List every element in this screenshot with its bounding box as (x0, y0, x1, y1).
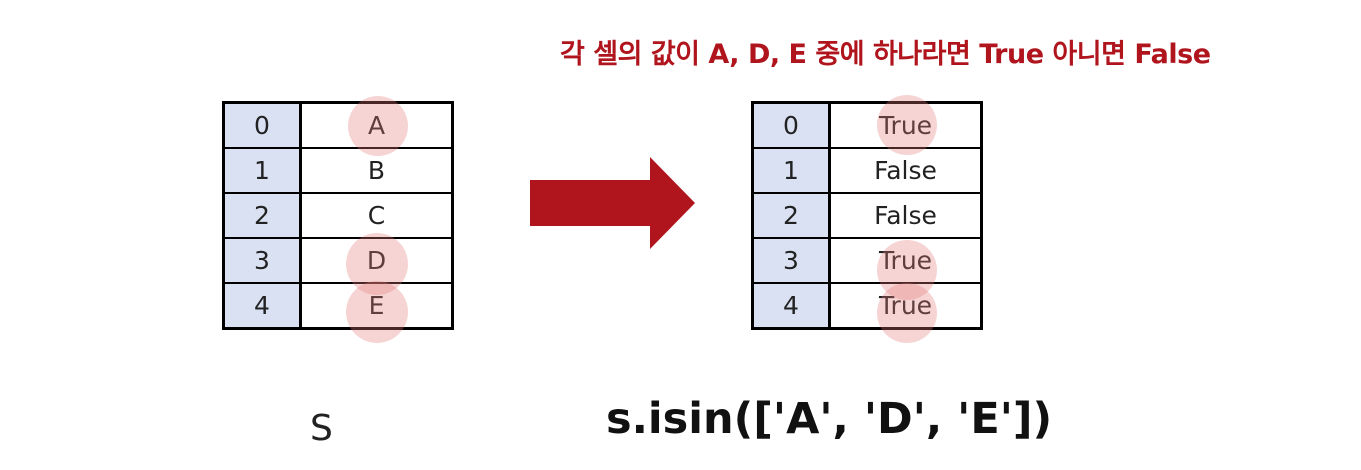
table-row: 1 False (752, 147, 982, 194)
value-cell: E (300, 282, 453, 330)
table-row: 0 A (223, 101, 453, 149)
table-row: 0 True (752, 101, 982, 149)
index-cell: 0 (752, 101, 831, 149)
value-cell: True (829, 101, 982, 149)
table-row: 3 True (752, 237, 982, 284)
isin-expression-caption: s.isin(['A', 'D', 'E']) (606, 394, 1053, 444)
index-cell: 1 (752, 147, 831, 194)
series-table-result: 0 True 1 False 2 False 3 True 4 True (751, 101, 983, 330)
table-row: 1 B (223, 147, 453, 194)
headline: 각 셀의 값이 A, D, E 중에 하나라면 True 아니면 False (560, 39, 1211, 70)
value-cell: D (300, 237, 453, 284)
value-cell: False (829, 147, 982, 194)
table-row: 4 E (223, 282, 453, 330)
table-row: 2 False (752, 192, 982, 239)
value-cell: C (300, 192, 453, 239)
value-cell: True (829, 282, 982, 330)
table-row: 4 True (752, 282, 982, 330)
value-cell: False (829, 192, 982, 239)
index-cell: 2 (223, 192, 302, 239)
table-row: 3 D (223, 237, 453, 284)
value-cell: True (829, 237, 982, 284)
value-cell: B (300, 147, 453, 194)
index-cell: 3 (223, 237, 302, 284)
right-arrow-icon (530, 157, 695, 249)
value-cell: A (300, 101, 453, 149)
series-table-input: 0 A 1 B 2 C 3 D 4 E (222, 101, 454, 330)
index-cell: 1 (223, 147, 302, 194)
index-cell: 4 (752, 282, 831, 330)
index-cell: 4 (223, 282, 302, 330)
index-cell: 0 (223, 101, 302, 149)
input-series-caption: S (310, 408, 333, 449)
table-row: 2 C (223, 192, 453, 239)
index-cell: 3 (752, 237, 831, 284)
index-cell: 2 (752, 192, 831, 239)
